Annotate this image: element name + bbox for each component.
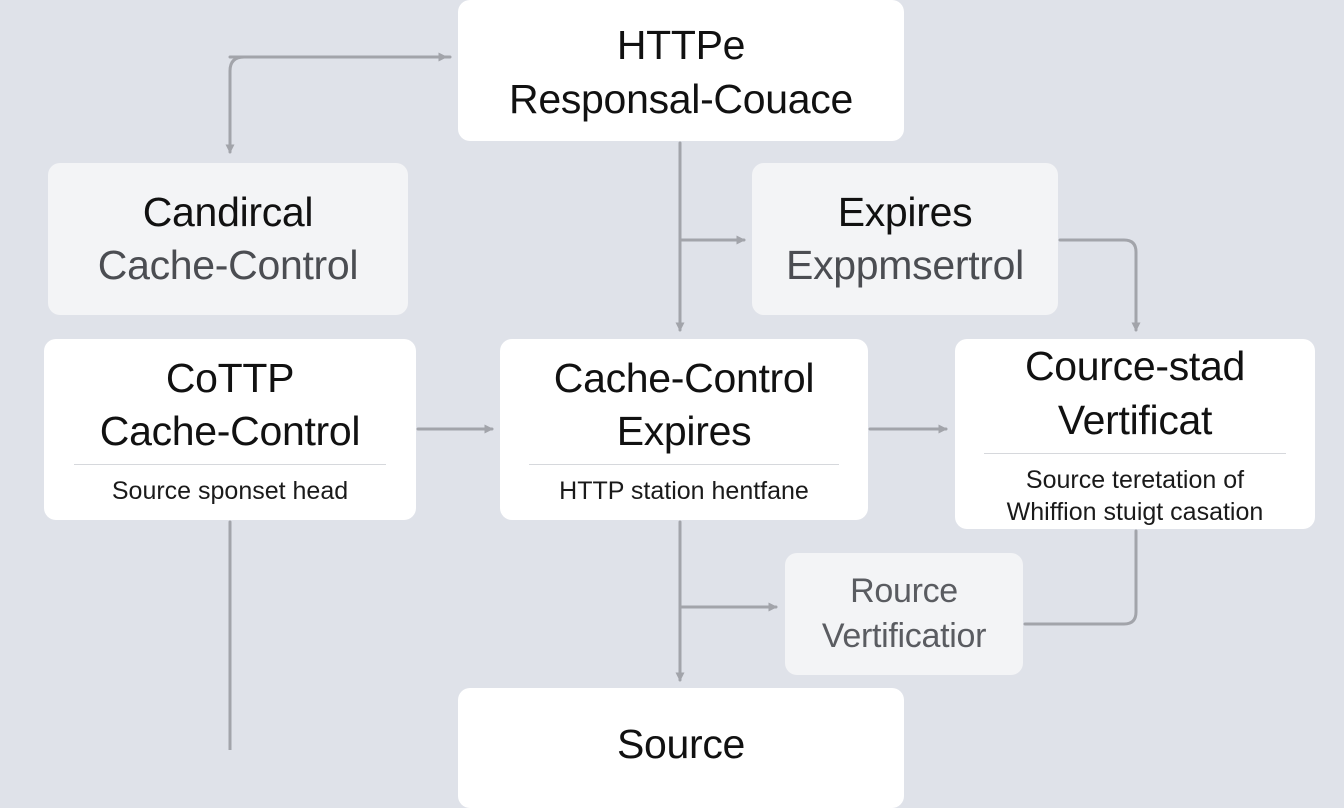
node-rource-subtitle: Vertificatior [821, 617, 987, 655]
node-candircal-title: Candircal [142, 188, 314, 235]
connector-layer [225, 52, 1141, 750]
node-cource-subtitle: Vertificat [1057, 396, 1213, 443]
node-source-title: Source [616, 721, 746, 767]
node-cache-control-expires[interactable]: Cache-Control Expires HTTP station hentf… [500, 339, 868, 520]
node-cource-stad-vertificat[interactable]: Cource-stad Vertificat Source teretation… [955, 339, 1315, 529]
node-http-response[interactable]: HTTPe Responsal-Couace [458, 0, 904, 141]
node-rource-title: Rource [850, 572, 958, 611]
node-cource-caption-line1: Source teretation of [1025, 465, 1245, 494]
diagram-canvas: HTTPe Responsal-Couace Candircal Cache-C… [44, 0, 1315, 808]
node-expires-title: Expires [837, 188, 973, 235]
node-expires-subtitle: Exppmsertrol [786, 242, 1024, 288]
node-cottp-title: CoTTP [165, 354, 295, 401]
node-cource-title: Cource-stad [1024, 343, 1246, 390]
node-cource-caption: Source teretation of Whiffion stuigt cas… [983, 452, 1287, 528]
node-center-subtitle: Expires [616, 408, 752, 454]
node-center-title: Cache-Control [553, 354, 815, 401]
node-cottp-subtitle: Cache-Control [99, 408, 361, 454]
node-candircal-cache-control[interactable]: Candircal Cache-Control [48, 163, 408, 315]
node-rource-vertificatior[interactable]: Rource Vertificatior [785, 553, 1023, 675]
connector-cource-to-rource [1023, 529, 1138, 626]
connector-expires-to-cource [1058, 238, 1141, 332]
node-source[interactable]: Source [458, 688, 904, 808]
node-candircal-subtitle: Cache-Control [97, 242, 359, 288]
node-cottp-cache-control[interactable]: CoTTP Cache-Control Source sponset head [44, 339, 416, 520]
node-cottp-caption: Source sponset head [73, 464, 387, 507]
node-http-response-title: HTTPe [616, 22, 746, 69]
node-center-caption: HTTP station hentfane [529, 464, 839, 507]
node-cource-caption-line2: Whiffion stuigt casation [1006, 497, 1264, 526]
node-expires[interactable]: Expires Exppmsertrol [752, 163, 1058, 315]
node-http-response-subtitle: Responsal-Couace [509, 75, 853, 122]
connector-top-to-candircal [225, 55, 452, 154]
